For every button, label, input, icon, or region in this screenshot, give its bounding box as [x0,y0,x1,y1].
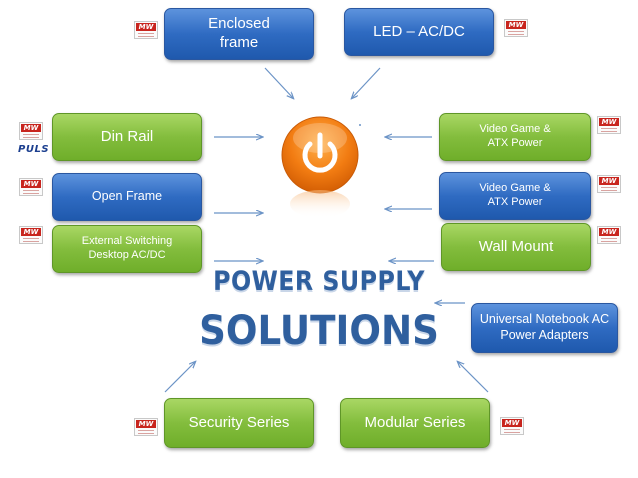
arrow-security-series [164,362,195,393]
power-button-icon [281,116,359,218]
meanwell-logo: MW [597,116,621,134]
wall-mount-box[interactable]: Wall Mount [441,223,591,271]
video-game-atx-box-1[interactable]: Video Game & ATX Power [439,113,591,161]
arrow-led-acdc [352,67,381,98]
meanwell-logo: MW [134,21,158,39]
video-game-atx-label-2: Video Game & ATX Power [479,182,551,208]
led-acdc-label: LED – AC/DC [373,22,465,40]
enclosed-frame-box[interactable]: Enclosed frame [164,8,314,60]
meanwell-logo: MW [504,19,528,37]
meanwell-logo: MW [500,417,524,435]
video-game-atx-label-1: Video Game & ATX Power [479,123,551,149]
meanwell-logo: MW [19,178,43,196]
meanwell-logo: MW [19,226,43,244]
video-game-atx-box-2[interactable]: Video Game & ATX Power [439,172,591,220]
enclosed-frame-label: Enclosed frame [208,15,270,51]
led-acdc-box[interactable]: LED – AC/DC [344,8,494,56]
din-rail-box[interactable]: Din Rail [52,113,202,161]
modular-series-label: Modular Series [364,413,466,431]
meanwell-logo: MW [134,418,158,436]
meanwell-logo: MW [597,226,621,244]
wall-mount-label: Wall Mount [478,237,554,255]
universal-notebook-box[interactable]: Universal Notebook AC Power Adapters [471,303,618,353]
external-switching-label: External Switching Desktop AC/DC [81,235,173,261]
external-switching-box[interactable]: External Switching Desktop AC/DC [52,225,202,273]
title-power-supply: POWER SUPPLY [213,266,425,297]
security-series-label: Security Series [188,413,290,431]
meanwell-logo: MW [19,122,43,140]
arrow-modular-series [458,362,489,393]
din-rail-label: Din Rail [100,127,154,145]
security-series-box[interactable]: Security Series [164,398,314,448]
puls-logo: PULS [18,144,50,155]
modular-series-box[interactable]: Modular Series [340,398,490,448]
meanwell-logo: MW [597,175,621,193]
title-solutions: SOLUTIONS [199,308,439,354]
universal-notebook-label: Universal Notebook AC Power Adapters [479,312,610,342]
open-frame-label: Open Frame [91,189,163,204]
open-frame-box[interactable]: Open Frame [52,173,202,221]
arrow-enclosed-frame [264,67,293,98]
